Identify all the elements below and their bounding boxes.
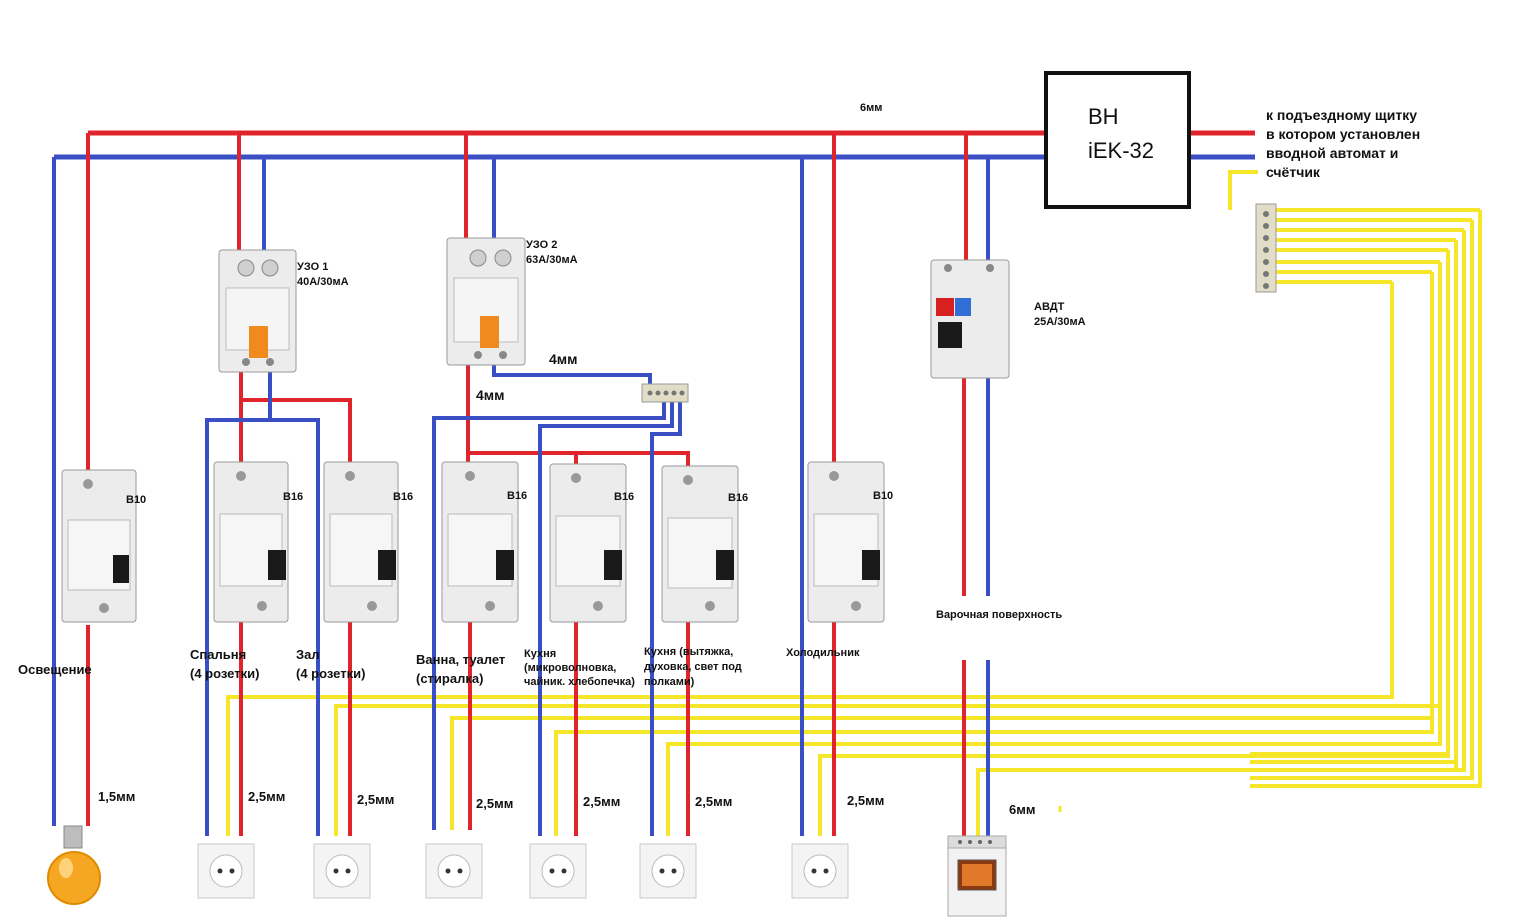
neutral-terminal-block [641,383,689,403]
breaker-5-rating: B16 [614,491,634,503]
socket-icon [313,843,371,899]
load-label-bedroom: Спальня [190,647,246,662]
breaker-6 [661,465,739,623]
socket-icon [529,843,587,899]
breaker-2-rating: B16 [283,491,303,503]
main-bus [54,130,1255,160]
earth-wiring [226,170,1482,836]
wire-label-bus: 4мм [549,351,578,367]
load-label-hall-sub: (4 розетки) [296,666,365,681]
rcd2-wiring [432,133,690,836]
supply-note-line: к подъездному щитку [1266,107,1417,123]
lighting-wiring [52,133,90,826]
rcd2-device [446,237,526,366]
socket-icon [791,843,849,899]
breaker-2 [213,461,289,623]
stove-wiring [962,133,990,836]
breaker-4-rating: B16 [507,490,527,502]
wire-size-label: 2,5мм [476,796,513,811]
intro-switch-line1: ВН [1088,104,1119,129]
load-label-kitchen1: Кухня [524,648,556,660]
rcd2-rating: 63А/30мА [526,254,578,266]
load-label-fridge: Холодильник [786,647,860,659]
supply-note-line: в котором установлен [1266,126,1420,142]
load-label-kitchen2-sub: полками) [644,676,695,688]
breaker-3-rating: B16 [393,491,413,503]
wire-size-label: 2,5мм [583,794,620,809]
load-label-hall: Зал [296,647,320,662]
load-label-kitchen2-sub: духовка, свет под [644,661,742,673]
supply-note: к подъездному щитку в котором установлен… [1266,107,1420,180]
rcd2-name: УЗО 2 [526,239,557,251]
socket-icon [639,843,697,899]
load-label-bedroom-sub: (4 розетки) [190,666,259,681]
wire-size-label: 2,5мм [695,794,732,809]
breaker-1 [61,469,137,623]
rcd1-rating: 40А/30мА [297,276,349,288]
wire-label-rcd2: 4мм [476,387,505,403]
intro-switch-line2: iEK-32 [1088,138,1154,163]
load-label-bath: Ванна, туалет [416,652,505,667]
socket-icon [425,843,483,899]
wire-size-label: 1,5мм [98,789,135,804]
load-label-kitchen1-sub: (микроволновка, [524,662,616,674]
breaker-3 [323,461,399,623]
rcd1-device [218,249,297,373]
breaker-7 [807,461,885,623]
load-label-bath-sub: (стиралка) [416,671,483,686]
intro-switch-box: ВН iEK-32 [1044,71,1191,209]
breaker-1-rating: B10 [126,494,146,506]
wire-size-label: 6мм [1009,802,1035,817]
breaker-7-rating: B10 [873,490,893,502]
breaker-5 [549,463,627,623]
supply-note-line: вводной автомат и [1266,145,1398,161]
load-label-kitchen2: Кухня (вытяжка, [644,646,733,658]
rcbo-device [930,259,1010,379]
supply-note-line: счётчик [1266,164,1321,180]
rcd1-wiring [205,133,352,836]
wire-size-label: 2,5мм [248,789,285,804]
load-label-kitchen1-sub: чайник. хлебопечка) [524,676,635,688]
light-bulb-icon [47,825,101,905]
load-label-lighting: Освещение [18,662,92,677]
wire-size-label: 2,5мм [357,792,394,807]
breaker-6-rating: B16 [728,492,748,504]
main-cable-label: 6мм [860,102,882,114]
rcbo-rating: 25А/30мА [1034,316,1086,328]
rcbo-name: АВДТ [1034,301,1065,313]
load-label-stove: Варочная поверхность [936,609,1062,621]
rcd1-name: УЗО 1 [297,261,328,273]
breaker-4 [441,461,519,623]
earth-terminal-block [1255,203,1277,293]
wire-size-label: 2,5мм [847,793,884,808]
socket-icon [197,843,255,899]
electric-stove-icon [947,835,1007,917]
fridge-wiring [800,133,836,836]
